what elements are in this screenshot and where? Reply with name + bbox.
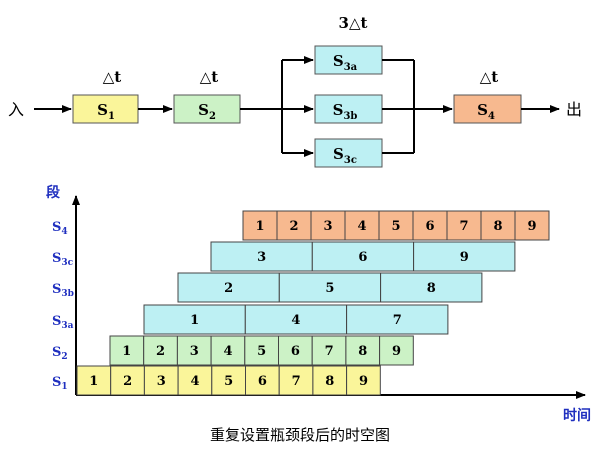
cell-label-4-8: 8: [493, 219, 502, 234]
cell-label-3c-9: 9: [460, 250, 469, 265]
s3-delta-label: 3△t: [339, 14, 368, 32]
output-label: 出: [566, 100, 582, 119]
cell-label-1-5: 5: [224, 374, 233, 389]
stage-label-s3a: S3a: [333, 52, 358, 73]
stage-box-s3a: [314, 45, 383, 75]
cell-label-1-2: 2: [123, 374, 132, 389]
stage-label-s2: S2: [198, 101, 216, 122]
cell-4-3: [310, 210, 346, 241]
cell-label-3b-8: 8: [427, 281, 436, 296]
stage-box-s4: [453, 94, 522, 124]
cell-label-4-1: 1: [255, 219, 264, 234]
cell-4-8: [480, 210, 516, 241]
row-label-3a: S3a: [52, 314, 74, 331]
cell-3a-4: [244, 304, 348, 335]
cell-label-3c-6: 6: [358, 250, 367, 265]
cell-label-4-3: 3: [323, 219, 332, 234]
cell-label-2-1: 1: [122, 344, 131, 359]
cell-3a-7: [346, 304, 449, 335]
cell-label-1-8: 8: [325, 374, 334, 389]
s2-delta-label: △t: [200, 68, 219, 86]
cell-label-4-4: 4: [357, 219, 366, 234]
cell-4-4: [344, 210, 380, 241]
cell-label-2-2: 2: [156, 344, 165, 359]
cell-1-1: [76, 365, 112, 396]
cell-label-3a-4: 4: [291, 313, 300, 328]
cell-label-2-8: 8: [358, 344, 367, 359]
cell-2-1: [109, 335, 145, 366]
pipeline-block-diagram: 入 △t S1 △t S2 3△t S3a S3b S3c △t S4: [8, 14, 582, 168]
stage-label-s3c: S3c: [333, 145, 357, 166]
cell-label-1-7: 7: [292, 374, 301, 389]
cell-label-4-5: 5: [391, 219, 400, 234]
cell-label-2-3: 3: [190, 344, 199, 359]
cell-1-2: [110, 365, 145, 396]
cell-label-2-4: 4: [223, 344, 232, 359]
cell-label-1-3: 3: [157, 374, 166, 389]
cell-2-5: [244, 335, 280, 366]
figure-caption: 重复设置瓶颈段后的时空图: [210, 426, 390, 444]
cell-label-3c-3: 3: [257, 250, 266, 265]
cell-1-6: [245, 365, 280, 396]
cell-2-3: [176, 335, 212, 366]
cell-label-2-5: 5: [257, 344, 266, 359]
stage-box-s2: [173, 94, 241, 124]
cell-2-9: [379, 335, 414, 366]
row-label-3b: S3b: [52, 282, 74, 299]
cell-label-3a-7: 7: [393, 313, 402, 328]
row-label-2: S2: [52, 345, 68, 362]
row-label-3c: S3c: [52, 251, 74, 268]
cell-label-2-6: 6: [291, 344, 300, 359]
row-label-1: S1: [52, 375, 68, 392]
x-axis-label: 时间: [563, 407, 591, 424]
row-label-4: S4: [52, 220, 68, 237]
stage-label-s4: S4: [477, 101, 495, 122]
cell-label-1-1: 1: [89, 374, 98, 389]
s4-delta-label: △t: [480, 68, 499, 86]
cell-1-4: [177, 365, 213, 396]
cell-label-2-7: 7: [325, 344, 334, 359]
s1-delta-label: △t: [103, 68, 122, 86]
cell-4-9: [514, 210, 550, 241]
cell-label-4-6: 6: [425, 219, 434, 234]
cell-label-3b-2: 2: [224, 281, 233, 296]
cell-3c-9: [413, 241, 516, 272]
cell-4-5: [378, 210, 414, 241]
cell-2-6: [278, 335, 313, 366]
cell-label-1-4: 4: [190, 374, 199, 389]
cell-2-4: [210, 335, 246, 366]
y-axis-label: 段: [46, 184, 60, 201]
cell-1-9: [346, 365, 381, 396]
input-label: 入: [8, 100, 24, 119]
cell-3b-5: [278, 272, 382, 303]
cell-label-1-6: 6: [258, 374, 267, 389]
cell-label-1-9: 9: [359, 374, 368, 389]
cell-1-7: [278, 365, 314, 396]
stage-label-s1: S1: [97, 101, 115, 122]
cell-label-3a-1: 1: [190, 313, 199, 328]
cell-4-1: [242, 210, 278, 241]
cell-label-2-9: 9: [392, 344, 401, 359]
cell-label-4-7: 7: [459, 219, 468, 234]
cell-2-8: [345, 335, 381, 366]
cell-2-2: [143, 335, 178, 366]
stage-label-s3b: S3b: [333, 101, 358, 122]
cell-1-5: [211, 365, 247, 396]
cell-label-4-2: 2: [289, 219, 298, 234]
cell-4-2: [276, 210, 312, 241]
cell-label-3b-5: 5: [325, 281, 334, 296]
stage-box-s3b: [314, 94, 383, 124]
cell-label-4-9: 9: [527, 219, 536, 234]
cell-3b-8: [380, 272, 483, 303]
